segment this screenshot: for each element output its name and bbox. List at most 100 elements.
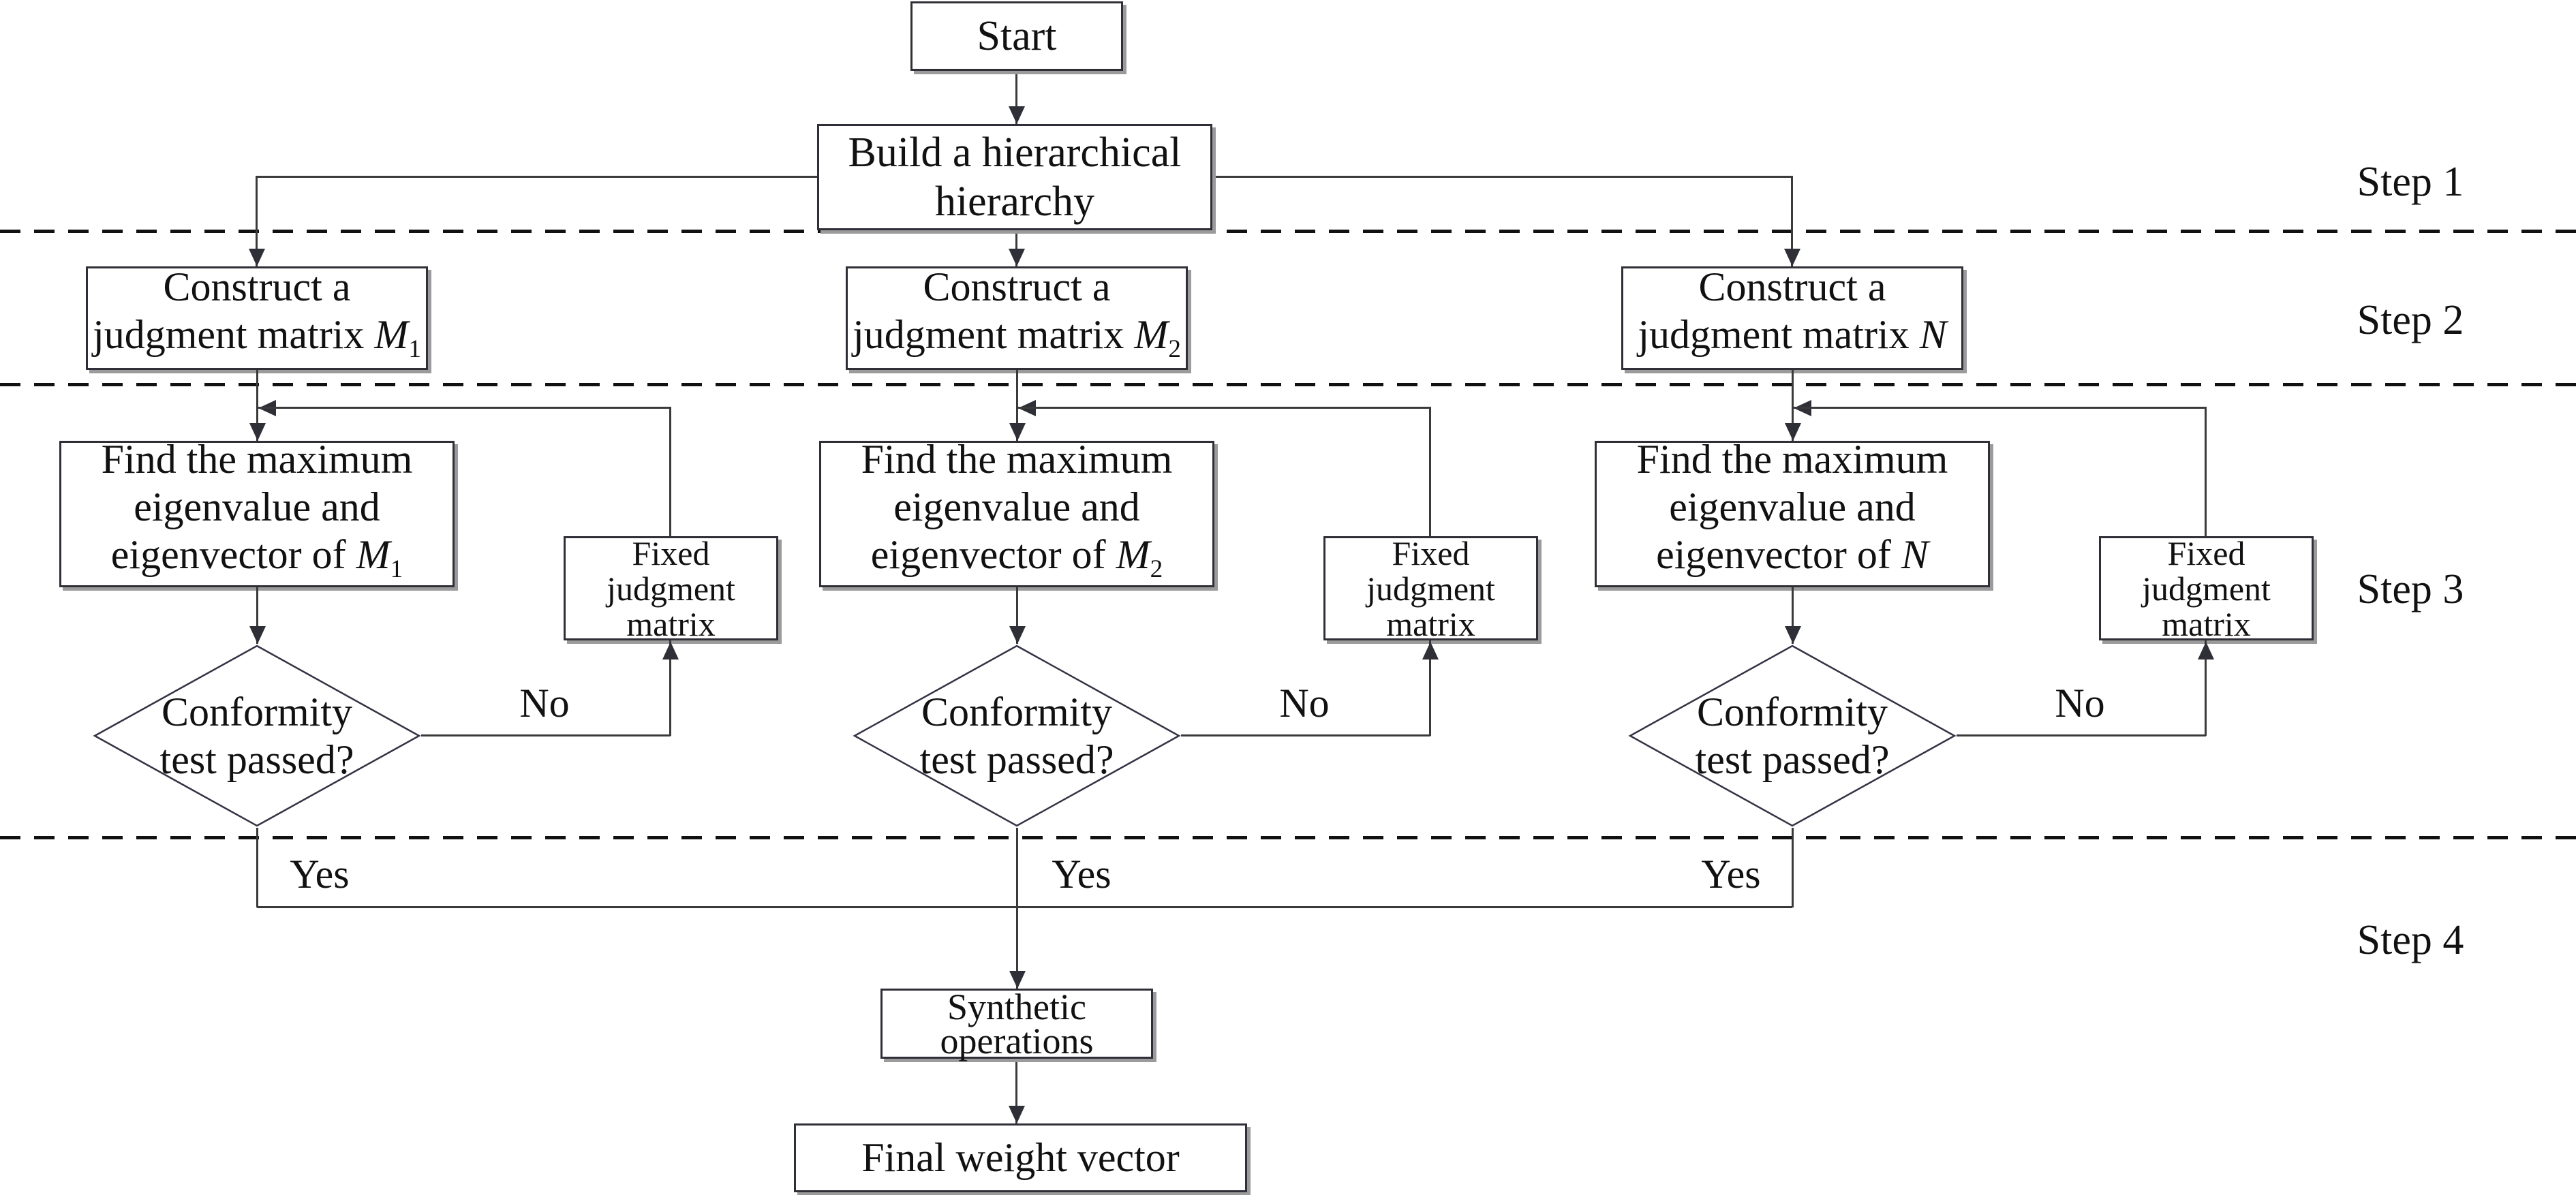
start-label: Start [977,12,1057,59]
construct-line2: judgment matrix M1 [93,312,421,363]
build-line2: hierarchy [934,179,1095,225]
arrowhead-down-icon [249,626,266,644]
diamond-shape [1628,645,1957,827]
find-line3: eigenvector of N [1656,531,1929,577]
connector-line [1015,1059,1017,1123]
build-line1: Build a hierarchical [848,129,1182,176]
find-line2: eigenvalue and [134,484,380,529]
connector-line [1792,370,1794,441]
synthetic-line2: operations [940,1020,1094,1061]
matrix-symbol: M [356,531,390,577]
construct-node-m1: Construct a judgment matrix M1 [86,264,428,370]
construct-node-m2: Construct a judgment matrix M2 [846,264,1188,370]
arrowhead-up-icon [662,642,679,659]
decision-text: Conformity test passed? [919,689,1114,782]
find-line1: Find the maximum [861,436,1173,482]
find-line1: Find the maximum [1636,436,1948,482]
connector-line [1015,230,1017,266]
loop-line [1429,407,1431,536]
decision-diamond-n: Conformity test passed? [1628,644,1957,828]
arrowhead-down-icon [1009,1106,1025,1123]
decision-diamond-m2: Conformity test passed? [853,644,1181,828]
decision-text: Conformity test passed? [1695,689,1890,782]
step-label-4: Step 4 [2357,917,2464,963]
arrowhead-down-icon [1009,423,1026,441]
fixed-line2: judgment [607,569,735,608]
matrix-symbol: M [374,312,409,357]
fixed-judgment-node-n: Fixed judgment matrix [2099,536,2314,643]
construct-line1: Construct a [923,264,1111,309]
synthetic-operations-node: Synthetic operations [880,989,1153,1059]
connector-line [1791,176,1793,266]
connector-line [1016,370,1018,441]
find-line2: eigenvalue and [1669,484,1916,529]
no-label: No [2055,681,2105,726]
step-label-2: Step 2 [2357,297,2464,343]
no-path-line [421,734,671,736]
loop-return-line [1794,407,2206,409]
matrix-symbol: M [1134,312,1169,357]
fixed-line3: matrix [1386,604,1475,643]
yes-path-line [1016,828,1018,989]
no-path-line [2205,640,2207,736]
find-line3: eigenvector of M2 [870,531,1163,583]
fixed-line1: Fixed [1392,533,1470,572]
arrowhead-down-icon [1785,626,1801,644]
final-weight-vector-node: Final weight vector [794,1123,1247,1192]
construct-line2: judgment matrix M2 [853,312,1181,363]
decision-diamond-m1: Conformity test passed? [93,644,421,828]
step-divider-3 [0,836,2576,839]
find-eigen-node-n: Find the maximum eigenvalue and eigenvec… [1595,437,1990,587]
yes-label: Yes [1701,852,1761,897]
connector-line [1792,587,1794,644]
connector-line [257,176,817,178]
arrowhead-down-icon [1784,249,1800,266]
arrowhead-down-icon [249,423,266,441]
yes-label: Yes [1052,852,1111,897]
no-path-line [1181,734,1430,736]
loop-line [669,407,671,536]
matrix-subscript: 2 [1168,335,1181,363]
fixed-line3: matrix [2162,604,2251,643]
arrowhead-down-icon [249,249,265,266]
connector-line [256,370,258,441]
construct-node-n: Construct a judgment matrix N [1621,264,1963,370]
fixed-line2: judgment [1366,569,1495,608]
construct-line2: judgment matrix N [1638,312,1947,357]
connector-line [1212,176,1792,178]
connector-line [1015,71,1017,124]
matrix-subscript: 1 [408,335,421,363]
connector-line [1016,587,1018,644]
step-divider-1 [0,230,2576,233]
start-node: Start [910,1,1123,71]
synthetic-line1: Synthetic [947,986,1086,1027]
diamond-shape [853,645,1181,827]
no-path-line [669,640,671,736]
fixed-line3: matrix [626,604,716,643]
step-label-3: Step 3 [2357,566,2464,612]
matrix-symbol: N [1901,531,1929,577]
construct-line1: Construct a [163,264,351,309]
connector-line [256,587,258,644]
build-hierarchy-node: Build a hierarchical hierarchy [817,124,1212,230]
step-label-1: Step 1 [2357,159,2464,205]
find-eigen-node-m1: Find the maximum eigenvalue and eigenvec… [59,437,455,587]
arrowhead-down-icon [1009,626,1026,644]
matrix-subscript: 1 [390,555,403,583]
find-line3: eigenvector of M1 [110,531,403,583]
arrowhead-up-icon [2198,642,2214,659]
yes-label: Yes [290,852,350,897]
arrowhead-down-icon [1009,971,1026,989]
connector-line [256,176,258,266]
no-path-line [1957,734,2206,736]
no-label: No [519,681,570,726]
loop-line [2205,407,2207,536]
decision-text: Conformity test passed? [159,689,354,782]
matrix-symbol: M [1116,531,1150,577]
fixed-line1: Fixed [632,533,710,572]
arrowhead-down-icon [1009,106,1025,124]
yes-collector-line [257,906,1792,908]
no-label: No [1279,681,1330,726]
yes-path-line [1792,828,1794,907]
fixed-judgment-node-m1: Fixed judgment matrix [564,533,778,643]
